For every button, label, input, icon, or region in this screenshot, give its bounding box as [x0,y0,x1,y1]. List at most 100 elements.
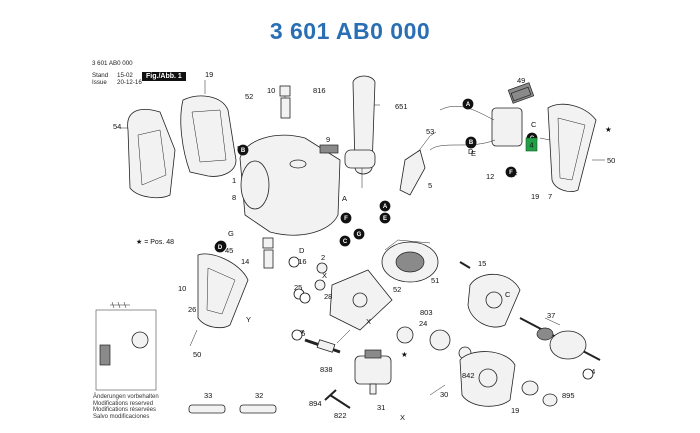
part-label: 45 [225,246,233,255]
part-label: 7 [548,192,552,201]
callout-badge: A [462,98,474,110]
intermediate-flange-part [329,269,393,331]
doc-meta: 3 601 AB0 000 [92,60,133,67]
callout-badge-letter: B [241,148,246,154]
part-label: D [468,147,474,156]
part-label: ★ [605,125,612,134]
part-label: C [505,290,511,299]
callout-badge-letter: G [357,232,362,238]
doc-issue: Issue [92,79,107,86]
fan-shroud-part [467,273,521,328]
part-label: 14 [241,257,249,266]
note-en: Modifications reserved [93,400,154,407]
part-label: 52 [245,92,253,101]
part-label: X [400,413,405,422]
cable-part [399,131,437,196]
part-label: 651 [395,102,408,111]
part-label: 51 [431,276,439,285]
part-label: 25 [294,283,302,292]
part-label: 54 [113,122,121,131]
highlight-box [525,137,538,152]
part-label: 803 [420,308,433,317]
part-label: 816 [313,86,326,95]
part-label: 8 [232,193,236,202]
callout-badge: A [379,200,391,212]
issue-value: 20-12-16 [117,79,142,86]
callout-badge: D [214,241,226,253]
callout-badge: E [379,212,391,224]
part-label: C [531,120,537,129]
part-label: 842 [462,371,475,380]
callout-badge-letter: D [218,245,223,251]
callout-badge-letter: B [469,140,474,146]
callout-badge: B [465,136,477,148]
doc-number: 3 601 AB0 000 [92,60,133,67]
callout-badge-letter: X [297,292,301,298]
part-label: 26 [188,305,196,314]
part-label: 895 [562,391,575,400]
note-de: Änderungen vorbehalten [93,394,159,400]
callout-badge-letter: C [343,239,348,245]
note-es: Salvo modificaciones [93,413,150,420]
part-label: 50 [193,350,201,359]
stand-value: 15-02 [117,72,133,79]
part-label: D [299,246,305,255]
part-label: ★ [401,350,408,359]
figure-label: Fig./Abb. 1 [142,72,186,81]
part-label: 5 [428,181,432,190]
part-label: 53 [426,127,434,136]
modification-notes: Änderungen vorbehalten Modifications res… [93,394,159,420]
chuck-key-part [324,389,351,409]
position-note: ★ = Pos. 48 [136,239,174,246]
stand-label: Stand [92,72,109,79]
callout-badge: F [505,166,517,178]
part-label: 30 [440,390,448,399]
part-label: G [228,229,234,238]
armature-part [519,317,601,361]
part-label: 2 [321,253,325,262]
part-label: E [471,149,476,158]
callout-badge: X [288,256,300,268]
part-label: 1 [232,176,236,185]
callout-badge: B [237,144,249,156]
callout-badge: C [339,235,351,247]
callout-badge-letter: Y [586,372,590,378]
callout-badge-letter: E [383,216,387,222]
handle-frame-part [180,95,237,177]
gear-set-part [396,326,472,360]
part-label: 10 [267,86,275,95]
callout-badge: F [340,212,352,224]
issue-label: Issue [92,79,107,86]
auxiliary-handle-part [344,75,376,188]
callout-badge: G [353,228,365,240]
callout-badge-letter: F [344,216,348,222]
part-label: 19 [531,192,539,201]
part-label: 24 [419,319,427,328]
part-label: 32 [255,391,263,400]
callout-badge-letter: A [466,102,471,108]
part-label: 816 [294,257,307,266]
part-label: 838 [320,365,333,374]
callout-badge: Y [582,368,594,380]
callout-badge-letter: Y [295,333,299,339]
callout-badge-letter: A [383,204,388,210]
part-label: 50 [607,156,615,165]
callout-badge-letter: X [292,260,296,266]
stator-part [381,239,439,283]
gear-housing-lower-part [459,351,558,407]
gear-housing-part [239,134,341,236]
spacer-bushes-part [188,404,277,414]
part-label: 15 [478,259,486,268]
callout-badge: X [299,292,311,304]
part-label: X [322,271,327,280]
callout-badge: Y [291,329,303,341]
small-parts [262,85,532,291]
part-label: 37 [547,311,555,320]
part-label: 9 [326,135,330,144]
part-label: 822 [334,411,347,420]
part-label: 894 [309,399,322,408]
circuit-schematic [95,301,157,391]
doc-issue-value: 20-12-16 [117,79,142,86]
